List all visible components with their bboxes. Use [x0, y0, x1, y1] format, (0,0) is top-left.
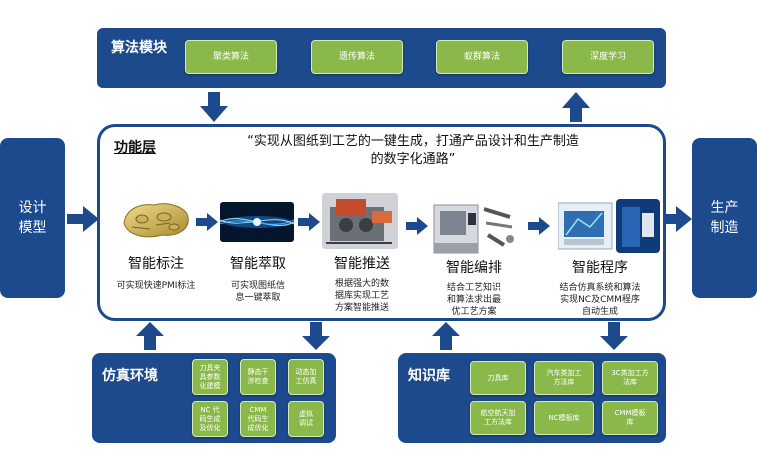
btn-line: 刀具库 — [487, 373, 509, 382]
arrow-right-icon — [196, 213, 218, 231]
nc-code-generation-button[interactable]: NC 代码生成及优化 — [192, 401, 228, 437]
step-title: 智能萃取 — [230, 256, 286, 272]
btn-line: 航空航天加 — [480, 409, 516, 417]
btn-line: 法库 — [623, 378, 637, 386]
step-desc: 和算法求出最 — [446, 295, 501, 305]
production-box: 生产 制造 — [692, 138, 757, 298]
simulation-title: 仿真环境 — [102, 368, 158, 384]
step-smart-program: 智能程序 结合仿真系统和算法 实现NC及CMM程序 自动生成 — [540, 257, 660, 318]
step-desc: 结合仿真系统和算法 — [559, 283, 641, 293]
step-desc: 据库实现工艺 — [334, 291, 389, 301]
btn-line: 调试 — [299, 419, 313, 427]
btn-line: 成优化 — [247, 423, 269, 432]
virtual-debug-button[interactable]: 虚拟调试 — [288, 401, 324, 437]
step-desc: 方案智能推送 — [334, 303, 389, 313]
simulation-panel: 仿真环境 刀具夹具参数化建模 静态干涉检查 动态加工仿真 NC 代码生成及优化 … — [92, 353, 336, 443]
dynamic-machining-sim-button[interactable]: 动态加工仿真 — [288, 359, 324, 395]
arrow-right-icon — [660, 206, 692, 232]
btn-line: 化建模 — [199, 381, 221, 390]
btn-line: 动态加 — [295, 368, 317, 376]
step-title: 智能编排 — [446, 260, 502, 276]
function-layer-quote: “实现从图纸到工艺的一键生成，打通产品设计和生产制造 的数字化通路” — [198, 133, 628, 169]
automotive-method-library-button[interactable]: 汽车类加工方法库 — [534, 361, 594, 395]
function-layer-panel: 功能层 “实现从图纸到工艺的一键生成，打通产品设计和生产制造 的数字化通路” — [97, 124, 666, 321]
step-title: 智能程序 — [572, 260, 628, 276]
step-desc: 根据强大的数 — [334, 279, 389, 289]
btn-line: 刀具夹 — [199, 363, 221, 372]
algorithm-title: 算法模块 — [111, 40, 167, 56]
nc-template-library-button[interactable]: NC模板库 — [534, 401, 594, 435]
arrow-right-icon — [298, 213, 320, 231]
tool-fixture-modeling-button[interactable]: 刀具夹具参数化建模 — [192, 359, 228, 395]
btn-line: 工仿真 — [295, 377, 317, 385]
btn-line: NC 代 — [200, 405, 220, 414]
knowledge-title: 知识库 — [408, 368, 450, 384]
btn-line: 码生成 — [199, 414, 221, 423]
step-desc: 结合工艺知识 — [446, 283, 501, 293]
ant-colony-algorithm-button[interactable]: 蚁群算法 — [436, 40, 528, 74]
step-desc: 可实现快速PMI标注 — [116, 281, 196, 291]
arrow-down-icon — [200, 92, 228, 122]
cnc-machine-image — [433, 204, 514, 254]
arrow-down-icon — [600, 322, 628, 350]
step-desc: 优工艺方案 — [451, 307, 497, 317]
knowledge-panel: 知识库 刀具库 汽车类加工方法库 3C类加工方法库 航空航天加工方法库 NC模板… — [398, 353, 666, 443]
engine-block-image — [322, 193, 398, 249]
btn-line: CMM — [249, 405, 267, 414]
aerospace-method-library-button[interactable]: 航空航天加工方法库 — [470, 401, 526, 435]
step-title: 智能标注 — [128, 256, 184, 272]
design-model-box: 设计 模型 — [0, 138, 65, 298]
step-smart-push: 智能推送 根据强大的数 据库实现工艺 方案智能推送 — [312, 253, 412, 314]
simulation-program-image — [558, 199, 660, 253]
btn-line: 静态干 — [247, 368, 269, 376]
btn-line: 代码生 — [247, 414, 269, 423]
btn-line: 虚拟 — [299, 410, 313, 418]
clustering-algorithm-button[interactable]: 聚类算法 — [185, 40, 277, 74]
btn-line: CMM模板 — [614, 409, 646, 417]
step-desc: 实现NC及CMM程序 — [560, 295, 640, 305]
btn-line: 涉检查 — [247, 377, 269, 385]
btn-line: 3C类加工方 — [611, 369, 649, 377]
extraction-image — [220, 202, 294, 242]
arrow-right-icon — [406, 217, 428, 235]
arrow-down-icon — [302, 322, 330, 350]
arrow-up-icon — [432, 322, 460, 350]
step-desc: 可实现图纸信 — [230, 281, 285, 291]
static-interference-button[interactable]: 静态干涉检查 — [240, 359, 276, 395]
tool-library-button[interactable]: 刀具库 — [470, 361, 526, 395]
arrow-up-icon — [136, 322, 164, 350]
step-desc: 息一键萃取 — [235, 293, 281, 303]
btn-line: 及优化 — [199, 423, 221, 432]
btn-line: NC模板库 — [548, 413, 580, 422]
3c-method-library-button[interactable]: 3C类加工方法库 — [602, 361, 658, 395]
algorithm-panel: 算法模块 聚类算法 遗传算法 蚁群算法 深度学习 — [97, 28, 666, 88]
step-desc: 自动生成 — [581, 307, 618, 317]
arrow-right-icon — [67, 206, 99, 232]
production-line1: 生产 — [710, 200, 739, 216]
step-smart-scheduling: 智能编排 结合工艺知识 和算法求出最 优工艺方案 — [424, 257, 524, 318]
design-model-line1: 设计 — [18, 200, 47, 216]
quote-line-1: “实现从图纸到工艺的一键生成，打通产品设计和生产制造 — [247, 134, 579, 149]
deep-learning-button[interactable]: 深度学习 — [562, 40, 654, 74]
function-layer-title: 功能层 — [114, 140, 156, 156]
btn-line: 具参数 — [199, 372, 221, 381]
cmm-template-library-button[interactable]: CMM模板库 — [602, 401, 658, 435]
annotated-part-image — [123, 203, 189, 238]
step-smart-annotation: 智能标注 可实现快速PMI标注 — [106, 253, 206, 292]
quote-line-2: 的数字化通路” — [370, 152, 456, 167]
btn-line: 汽车类加工 — [546, 369, 582, 377]
arrow-right-icon — [528, 217, 550, 235]
arrow-up-icon — [562, 92, 590, 122]
step-title: 智能推送 — [334, 256, 390, 272]
btn-line: 方法库 — [553, 378, 575, 386]
design-model-line2: 模型 — [18, 220, 47, 236]
step-smart-extraction: 智能萃取 可实现图纸信 息一键萃取 — [208, 253, 308, 304]
btn-line: 工方法库 — [484, 418, 512, 426]
production-line2: 制造 — [710, 220, 739, 236]
genetic-algorithm-button[interactable]: 遗传算法 — [311, 40, 403, 74]
btn-line: 库 — [626, 418, 634, 426]
